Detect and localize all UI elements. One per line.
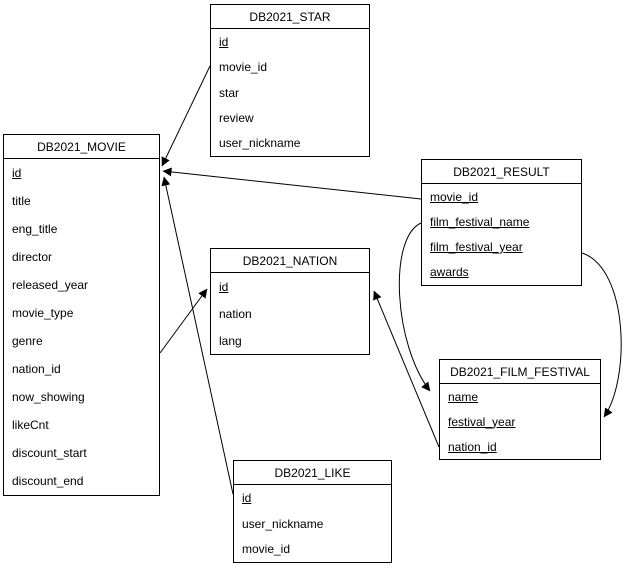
field-movie-id: id — [12, 166, 22, 180]
field-nation-nation: nation — [219, 306, 252, 321]
table-rows-like: id user_nickname movie_id — [234, 485, 391, 562]
field-film_festival-festival_year: festival_year — [448, 414, 516, 429]
field-movie-now_showing: now_showing — [12, 390, 85, 404]
edge-filmfestival-nationid-to-nation-id — [373, 290, 440, 448]
field-like-id: id — [242, 490, 252, 505]
field-like-movie_id: movie_id — [242, 542, 291, 557]
field-film_festival-name: name — [448, 389, 479, 404]
table-title-movie: DB2021_MOVIE — [4, 135, 159, 159]
field-movie-discount_start: discount_start — [12, 446, 87, 460]
field-movie-movie_type: movie_type — [12, 306, 74, 320]
field-star-star: star — [219, 85, 240, 100]
field-like-user_nickname: user_nickname — [242, 516, 324, 531]
edge-movie-nationid-to-nation-id — [159, 288, 208, 354]
field-star-user_nickname: user_nickname — [219, 136, 301, 151]
field-movie-likeCnt: likeCnt — [12, 418, 49, 432]
field-movie-nation_id: nation_id — [12, 362, 61, 376]
table-rows-film_festival: name festival_year nation_id — [440, 384, 600, 459]
field-result-movie_id: movie_id — [430, 189, 479, 204]
table-title-star: DB2021_STAR — [211, 5, 369, 29]
field-result-awards: awards — [430, 265, 469, 280]
field-movie-director: director — [12, 250, 53, 264]
field-film_festival-nation_id: nation_id — [448, 439, 497, 454]
field-result-film_festival_name: film_festival_name — [430, 214, 530, 229]
field-nation-id: id — [219, 279, 229, 294]
table-title-film_festival: DB2021_FILM_FESTIVAL — [440, 360, 600, 384]
field-movie-title: title — [12, 194, 31, 208]
table-title-nation: DB2021_NATION — [211, 249, 369, 273]
field-movie-eng_title: eng_title — [12, 222, 58, 236]
field-movie-released_year: released_year — [12, 278, 89, 292]
field-star-review: review — [219, 110, 254, 125]
edge-result-movieid-to-movie-id — [162, 167, 422, 200]
table-title-result: DB2021_RESULT — [422, 160, 581, 184]
field-star-movie_id: movie_id — [219, 60, 268, 75]
field-result-film_festival_year: film_festival_year — [430, 240, 523, 255]
field-movie-discount_end: discount_end — [12, 474, 84, 488]
table-rows-result: movie_id film_festival_name film_festival_… — [422, 184, 581, 285]
table-rows-nation: id nation lang — [211, 273, 369, 354]
field-nation-lang: lang — [219, 333, 242, 348]
field-movie-genre: genre — [12, 334, 43, 348]
field-star-id: id — [219, 34, 229, 49]
table-title-like: DB2021_LIKE — [234, 461, 391, 485]
edge-star-movieid-to-movie-id — [161, 65, 211, 167]
